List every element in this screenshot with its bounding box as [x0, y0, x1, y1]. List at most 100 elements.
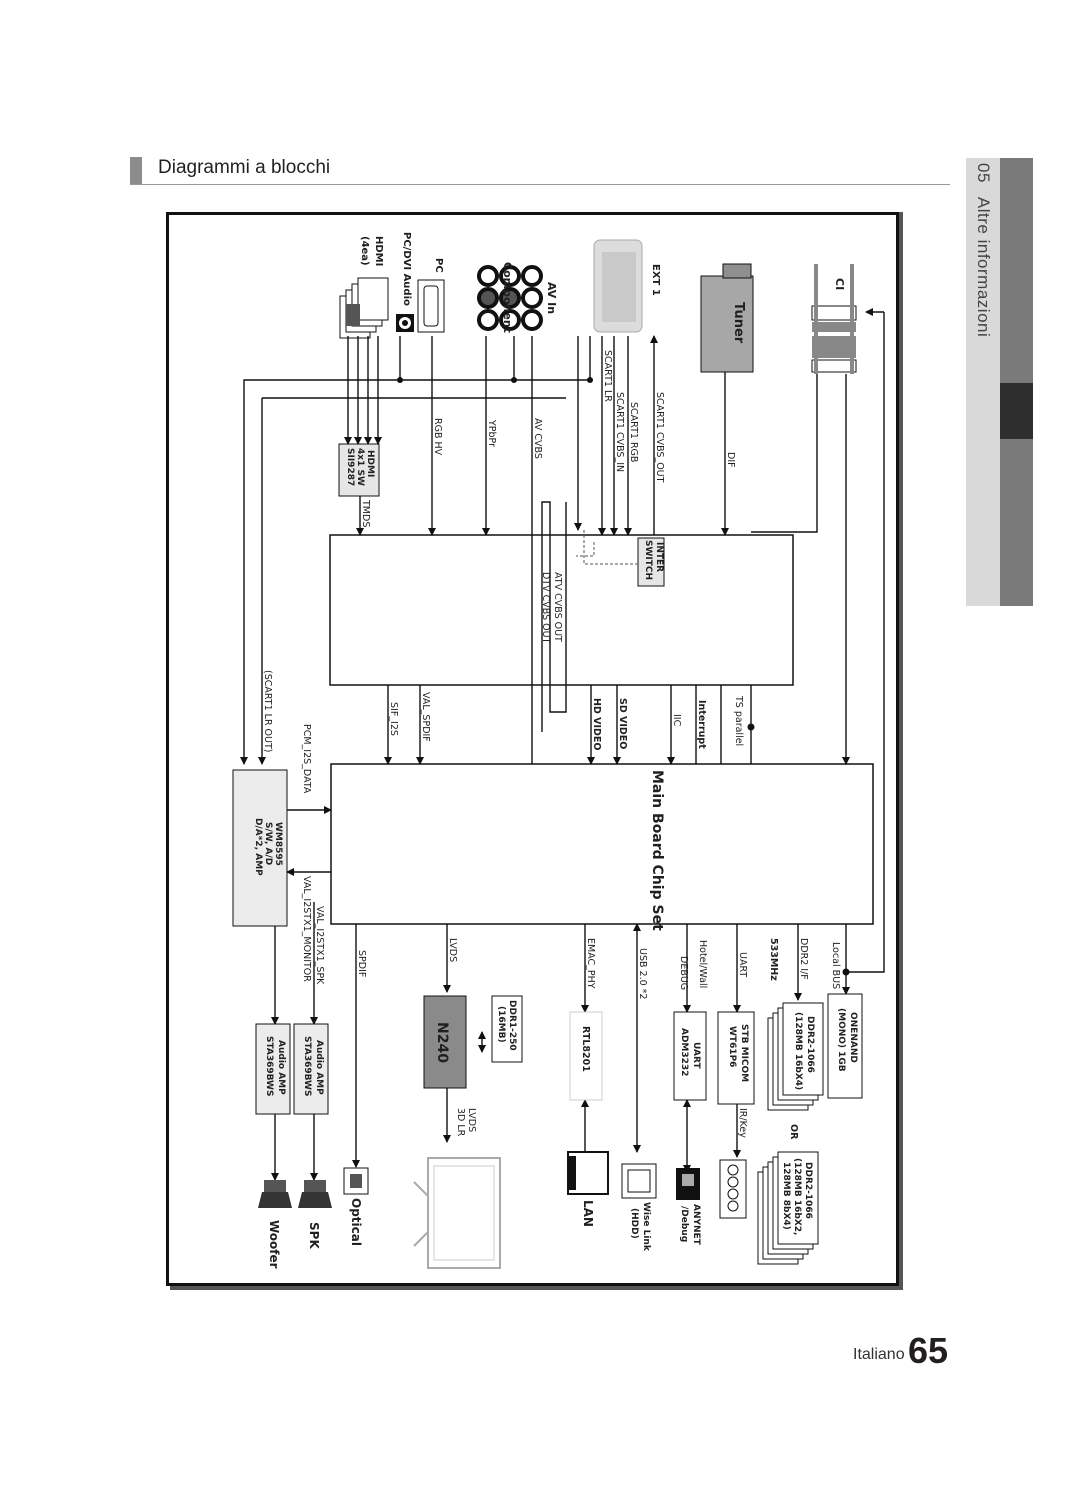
uart-adm3232-block	[673, 1011, 707, 1101]
scart-connector-icon	[593, 239, 643, 333]
signal-iic: IIC	[671, 714, 682, 727]
onenand-label-1: ONENAND	[848, 1012, 858, 1063]
section-marker	[130, 157, 142, 184]
section-rule	[130, 184, 950, 185]
inter-switch-block	[637, 537, 665, 587]
av-in-label: AV In	[545, 282, 558, 314]
pc-label: PC	[433, 258, 444, 273]
signal-scart1-cvbs-out: SCART1 CVBS_OUT	[654, 392, 665, 483]
ddr2-stack-a	[767, 1002, 824, 1111]
hdmi-label: HDMI	[373, 236, 384, 266]
ci-slot-icon	[811, 264, 857, 374]
ddr1-label-2: (16MB)	[496, 1006, 506, 1043]
anynet-port-icon	[676, 1168, 700, 1200]
hdmi-switch-label-1: HDMI	[365, 450, 375, 477]
wm8595-label-3: D/A*2, AMP	[253, 818, 263, 876]
ddr1-label-1: DDR1-250	[507, 1000, 517, 1051]
inter-switch-dotted-path	[583, 530, 638, 565]
block-diagram-svg: Main Board Chip Set INTER SWITCH HDMI 4x…	[232, 232, 885, 1269]
hdmi-switch-label-2: 4x1 SW	[355, 448, 365, 486]
hdmi-switch-block	[338, 443, 380, 497]
tv-monitor-icon	[413, 1157, 501, 1269]
signal-lvds-out: LVDS	[466, 1108, 477, 1132]
signal-val-i2stx1-monitor: VAL_I2STX1_MONITOR	[301, 876, 312, 982]
spk-label: SPK	[307, 1222, 321, 1249]
rtl8201-label: RTL8201	[580, 1026, 591, 1072]
signal-lvds: LVDS	[447, 938, 458, 962]
chapter-number: 05	[974, 163, 993, 183]
signal-val-spdif: VAL_SPDIF	[420, 692, 431, 742]
rtl8201-block	[569, 1011, 603, 1101]
audio-amp-1-label-2: STA369BWS	[302, 1036, 312, 1096]
chapter-tab-label: 05Altre informazioni	[973, 163, 993, 351]
ddr2-b-label-1: DDR2-1066	[803, 1162, 813, 1219]
block-diagram: Main Board Chip Set INTER SWITCH HDMI 4x…	[166, 212, 899, 1286]
tuner-label: Tuner	[731, 302, 746, 344]
signal-rgb-hv: RGB HV	[432, 418, 443, 456]
signal-local-bus: Local BUS	[830, 942, 841, 989]
optical-port-icon	[343, 1167, 369, 1195]
signal-ir-key: IR/Key	[737, 1108, 748, 1138]
signal-lvds-out-3d: 3D LR	[455, 1108, 466, 1137]
pc-dvi-audio-label: PC/DVI Audio	[401, 232, 412, 306]
inter-switch-label-2: SWITCH	[643, 540, 653, 580]
ddr2-a-label-2: (128MB 16bX4)	[793, 1012, 803, 1090]
wiselink-label-1: Wise Link	[641, 1202, 651, 1252]
hdmi-switch-label-3: SII9287	[345, 448, 355, 486]
ext1-label: EXT 1	[650, 264, 661, 296]
lan-port-icon	[567, 1151, 609, 1195]
onenand-label-2: (MONO) 1GB	[836, 1008, 846, 1072]
signal-ddr-clock: 533MHz	[768, 938, 779, 981]
n240-label: N240	[434, 1022, 450, 1063]
footer-language: Italiano	[853, 1346, 905, 1363]
pc-vga-port-icon	[417, 279, 445, 333]
signal-tmds: TMDS	[360, 499, 371, 527]
signal-ts-parallel: TS parallel	[733, 695, 744, 746]
signal-or: OR	[788, 1124, 799, 1140]
woofer-label: Woofer	[267, 1220, 281, 1269]
signal-scart1-lr-out: (SCART1 LR OUT)	[262, 670, 273, 753]
tuner-block	[700, 275, 754, 373]
ddr2-b-label-3: 128MB 8bX4)	[781, 1162, 791, 1230]
main-chip-label: Main Board Chip Set	[649, 770, 665, 931]
signal-dif: DIF	[725, 452, 736, 468]
hdmi-count-label: (4ea)	[359, 236, 370, 266]
wm8595-label-1: WM8595	[273, 822, 283, 866]
signal-atv-cvbs-out: ATV CVBS OUT	[552, 572, 563, 642]
anynet-label-2: /Debug	[679, 1206, 689, 1242]
usb-port-icon	[621, 1163, 657, 1199]
ddr1-block	[491, 995, 523, 1063]
signal-dtv-cvbs-out: DTV CVBS OUT	[540, 572, 551, 644]
audio-amp-1-block	[293, 1023, 329, 1115]
signal-scart1-cvbs-in: SCART1 CVBS_IN	[614, 392, 625, 472]
audio-amp-1-label-1: Audio AMP	[314, 1040, 324, 1095]
chapter-tab-light	[966, 158, 1000, 606]
ir-key-icon	[719, 1159, 747, 1219]
stb-micom-label-2: WT61P6	[727, 1026, 737, 1067]
signal-av-cvbs: AV CVBS	[532, 418, 543, 459]
wm8595-block	[232, 769, 288, 927]
signal-sif-i2s: SIF_I2S	[388, 702, 399, 736]
uart-chip-label-2: ADM3232	[679, 1028, 689, 1076]
signal-uart: UART	[737, 952, 748, 977]
optical-label: Optical	[349, 1198, 363, 1246]
chapter-tab-marker	[1000, 383, 1033, 439]
pc-audio-jack-icon	[396, 314, 414, 332]
signal-val-i2stx1-spk: VAL_I2STX1_SPK	[314, 906, 325, 985]
page-number: 65	[908, 1330, 949, 1371]
video-processor-block	[329, 534, 794, 686]
ci-label: CI	[833, 278, 846, 290]
main-chip-block	[330, 763, 874, 925]
audio-amp-2-label-1: Audio AMP	[276, 1040, 286, 1095]
stb-micom-label-1: STB MICOM	[739, 1024, 749, 1082]
anynet-label-1: ANYNET	[691, 1204, 701, 1246]
component-label: Component	[501, 262, 514, 333]
ddr2-stack-b	[757, 1151, 819, 1265]
signal-hd-video: HD VIDEO	[591, 698, 602, 750]
signal-ddr2-if: DDR2 I/F	[798, 938, 809, 980]
signal-spdif: SPDIF	[356, 950, 367, 977]
signal-usb: USB 2.0 *2	[637, 948, 648, 999]
woofer-icon	[258, 1180, 292, 1208]
chapter-title: Altre informazioni	[974, 196, 993, 338]
signal-scart1-rgb: SCART1 RGB	[628, 402, 639, 462]
